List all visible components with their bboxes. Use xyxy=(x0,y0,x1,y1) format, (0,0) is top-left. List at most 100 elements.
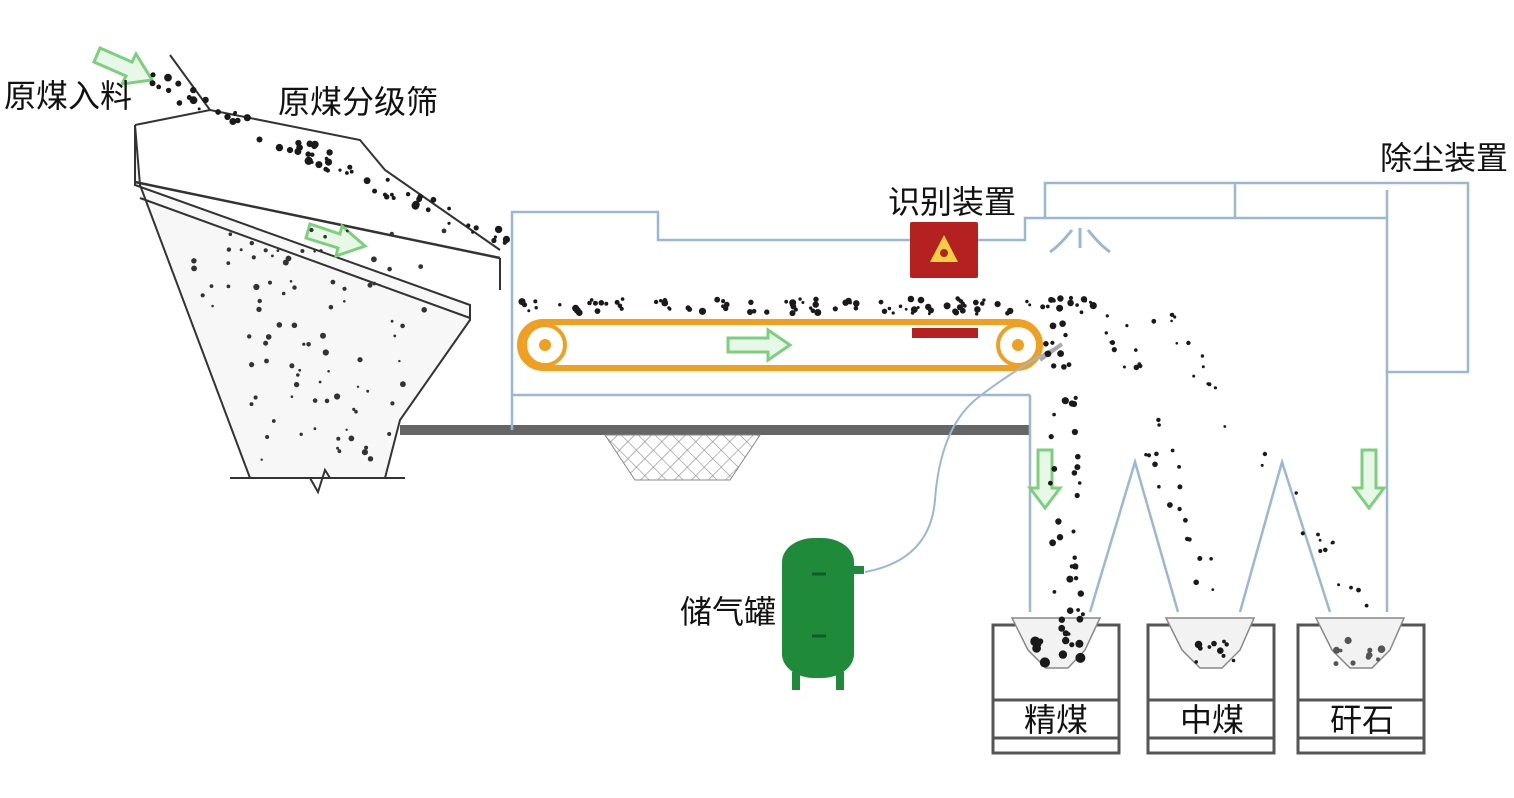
coal-particle xyxy=(1144,453,1148,457)
raw-coal-feed-label: 原煤入料 xyxy=(4,77,133,115)
flow-arrows xyxy=(92,46,1387,511)
coal-particle xyxy=(1294,491,1298,495)
coal-particle xyxy=(473,225,479,231)
coal-particle xyxy=(789,299,797,307)
coal-particle xyxy=(1071,428,1078,436)
screen-deck-lower xyxy=(139,197,471,319)
coal-particle xyxy=(191,258,197,264)
coal-particle xyxy=(1170,319,1173,323)
coal-particle xyxy=(1223,425,1227,428)
gas-storage-tank-label: 储气罐 xyxy=(680,593,777,631)
coal-particle xyxy=(389,231,394,236)
coal-particle xyxy=(972,299,979,306)
coal-particle xyxy=(215,109,222,115)
clean-coal-label: 精煤 xyxy=(1024,701,1089,739)
coal-particle xyxy=(1007,307,1014,315)
coal-particle xyxy=(347,164,353,170)
coal-particle xyxy=(784,299,789,304)
coal-particle xyxy=(319,249,323,253)
coal-particle xyxy=(1071,529,1076,534)
collection-bins xyxy=(991,617,1426,755)
coal-particle xyxy=(327,370,330,373)
coal-particle xyxy=(430,196,437,203)
coal-particle xyxy=(668,307,672,311)
coal-particle xyxy=(764,309,770,315)
coal-particle xyxy=(1330,541,1334,545)
coal-particle xyxy=(1067,299,1074,307)
coal-particle xyxy=(1066,362,1072,368)
coal-particle xyxy=(243,114,251,122)
coal-particle xyxy=(256,306,262,313)
coal-particle xyxy=(1062,636,1070,645)
coal-particle xyxy=(904,307,908,311)
coal-particle xyxy=(698,307,707,315)
coal-particle xyxy=(1058,616,1066,623)
coal-particle xyxy=(1045,304,1050,309)
coal-particle xyxy=(366,389,370,393)
coal-particle xyxy=(345,428,348,431)
coal-particle xyxy=(1057,295,1064,302)
belt-conveyor xyxy=(517,319,1043,371)
bin-middling-coal xyxy=(1146,617,1276,755)
coal-particle xyxy=(1075,639,1084,648)
coal-particle xyxy=(292,285,297,290)
coal-particle xyxy=(1111,347,1117,353)
coal-particle xyxy=(1186,340,1191,346)
coal-particle xyxy=(1061,364,1067,370)
coal-particle xyxy=(323,166,329,172)
coal-particle xyxy=(361,449,368,456)
conveyor-housing xyxy=(510,181,1470,613)
coal-particle xyxy=(598,300,605,306)
coal-particle xyxy=(1211,640,1217,647)
dust-hood xyxy=(1049,228,1111,254)
coal-particle xyxy=(617,303,623,309)
housing-outline xyxy=(510,181,1470,612)
coal-particle xyxy=(1074,565,1079,570)
coal-particle xyxy=(309,227,314,233)
coal-particle xyxy=(253,283,260,291)
bin-gangue xyxy=(1296,617,1426,755)
coal-particle xyxy=(289,280,293,283)
coal-particle xyxy=(315,161,323,169)
splitter-2 xyxy=(1238,457,1332,613)
coal-particle xyxy=(336,446,340,450)
coal-particle xyxy=(357,357,363,363)
coal-particle xyxy=(345,171,349,175)
coal-particle xyxy=(1051,466,1058,472)
coal-particle xyxy=(1057,350,1064,357)
coal-particle xyxy=(1079,310,1084,315)
coal-particle xyxy=(271,419,276,423)
coal-particle xyxy=(814,309,822,316)
coal-particle xyxy=(994,301,1001,308)
coal-particle xyxy=(1323,547,1328,553)
coal-particle xyxy=(150,72,156,78)
feed-arrow xyxy=(92,46,155,86)
coal-particle xyxy=(1173,315,1177,319)
coal-particle xyxy=(1039,657,1050,668)
coal-particle xyxy=(348,435,355,442)
base-frame xyxy=(400,425,1030,481)
coal-particle xyxy=(1151,318,1157,324)
coal-particle xyxy=(1048,434,1054,440)
coal-particle xyxy=(398,359,401,363)
coal-particle xyxy=(1222,639,1226,644)
coal-particle xyxy=(349,169,354,174)
coal-particle xyxy=(197,107,201,111)
pulley-hub-right xyxy=(1012,339,1024,351)
coal-particle xyxy=(372,188,378,194)
coal-particle xyxy=(421,307,428,313)
tank-valve xyxy=(852,566,864,574)
coal-particle xyxy=(953,309,960,316)
coal-particle xyxy=(1028,303,1032,307)
coal-particle xyxy=(318,380,322,384)
coal-particle xyxy=(324,158,333,166)
coal-particle xyxy=(1201,365,1205,369)
screen-deck-upper xyxy=(134,180,501,260)
coal-particle xyxy=(1194,660,1198,664)
coal-particle xyxy=(594,308,601,314)
coal-particle xyxy=(1058,624,1066,632)
coal-particle xyxy=(891,311,895,315)
coal-particle xyxy=(1197,556,1203,561)
coal-particle xyxy=(251,255,256,260)
coal-particle xyxy=(1193,579,1199,586)
